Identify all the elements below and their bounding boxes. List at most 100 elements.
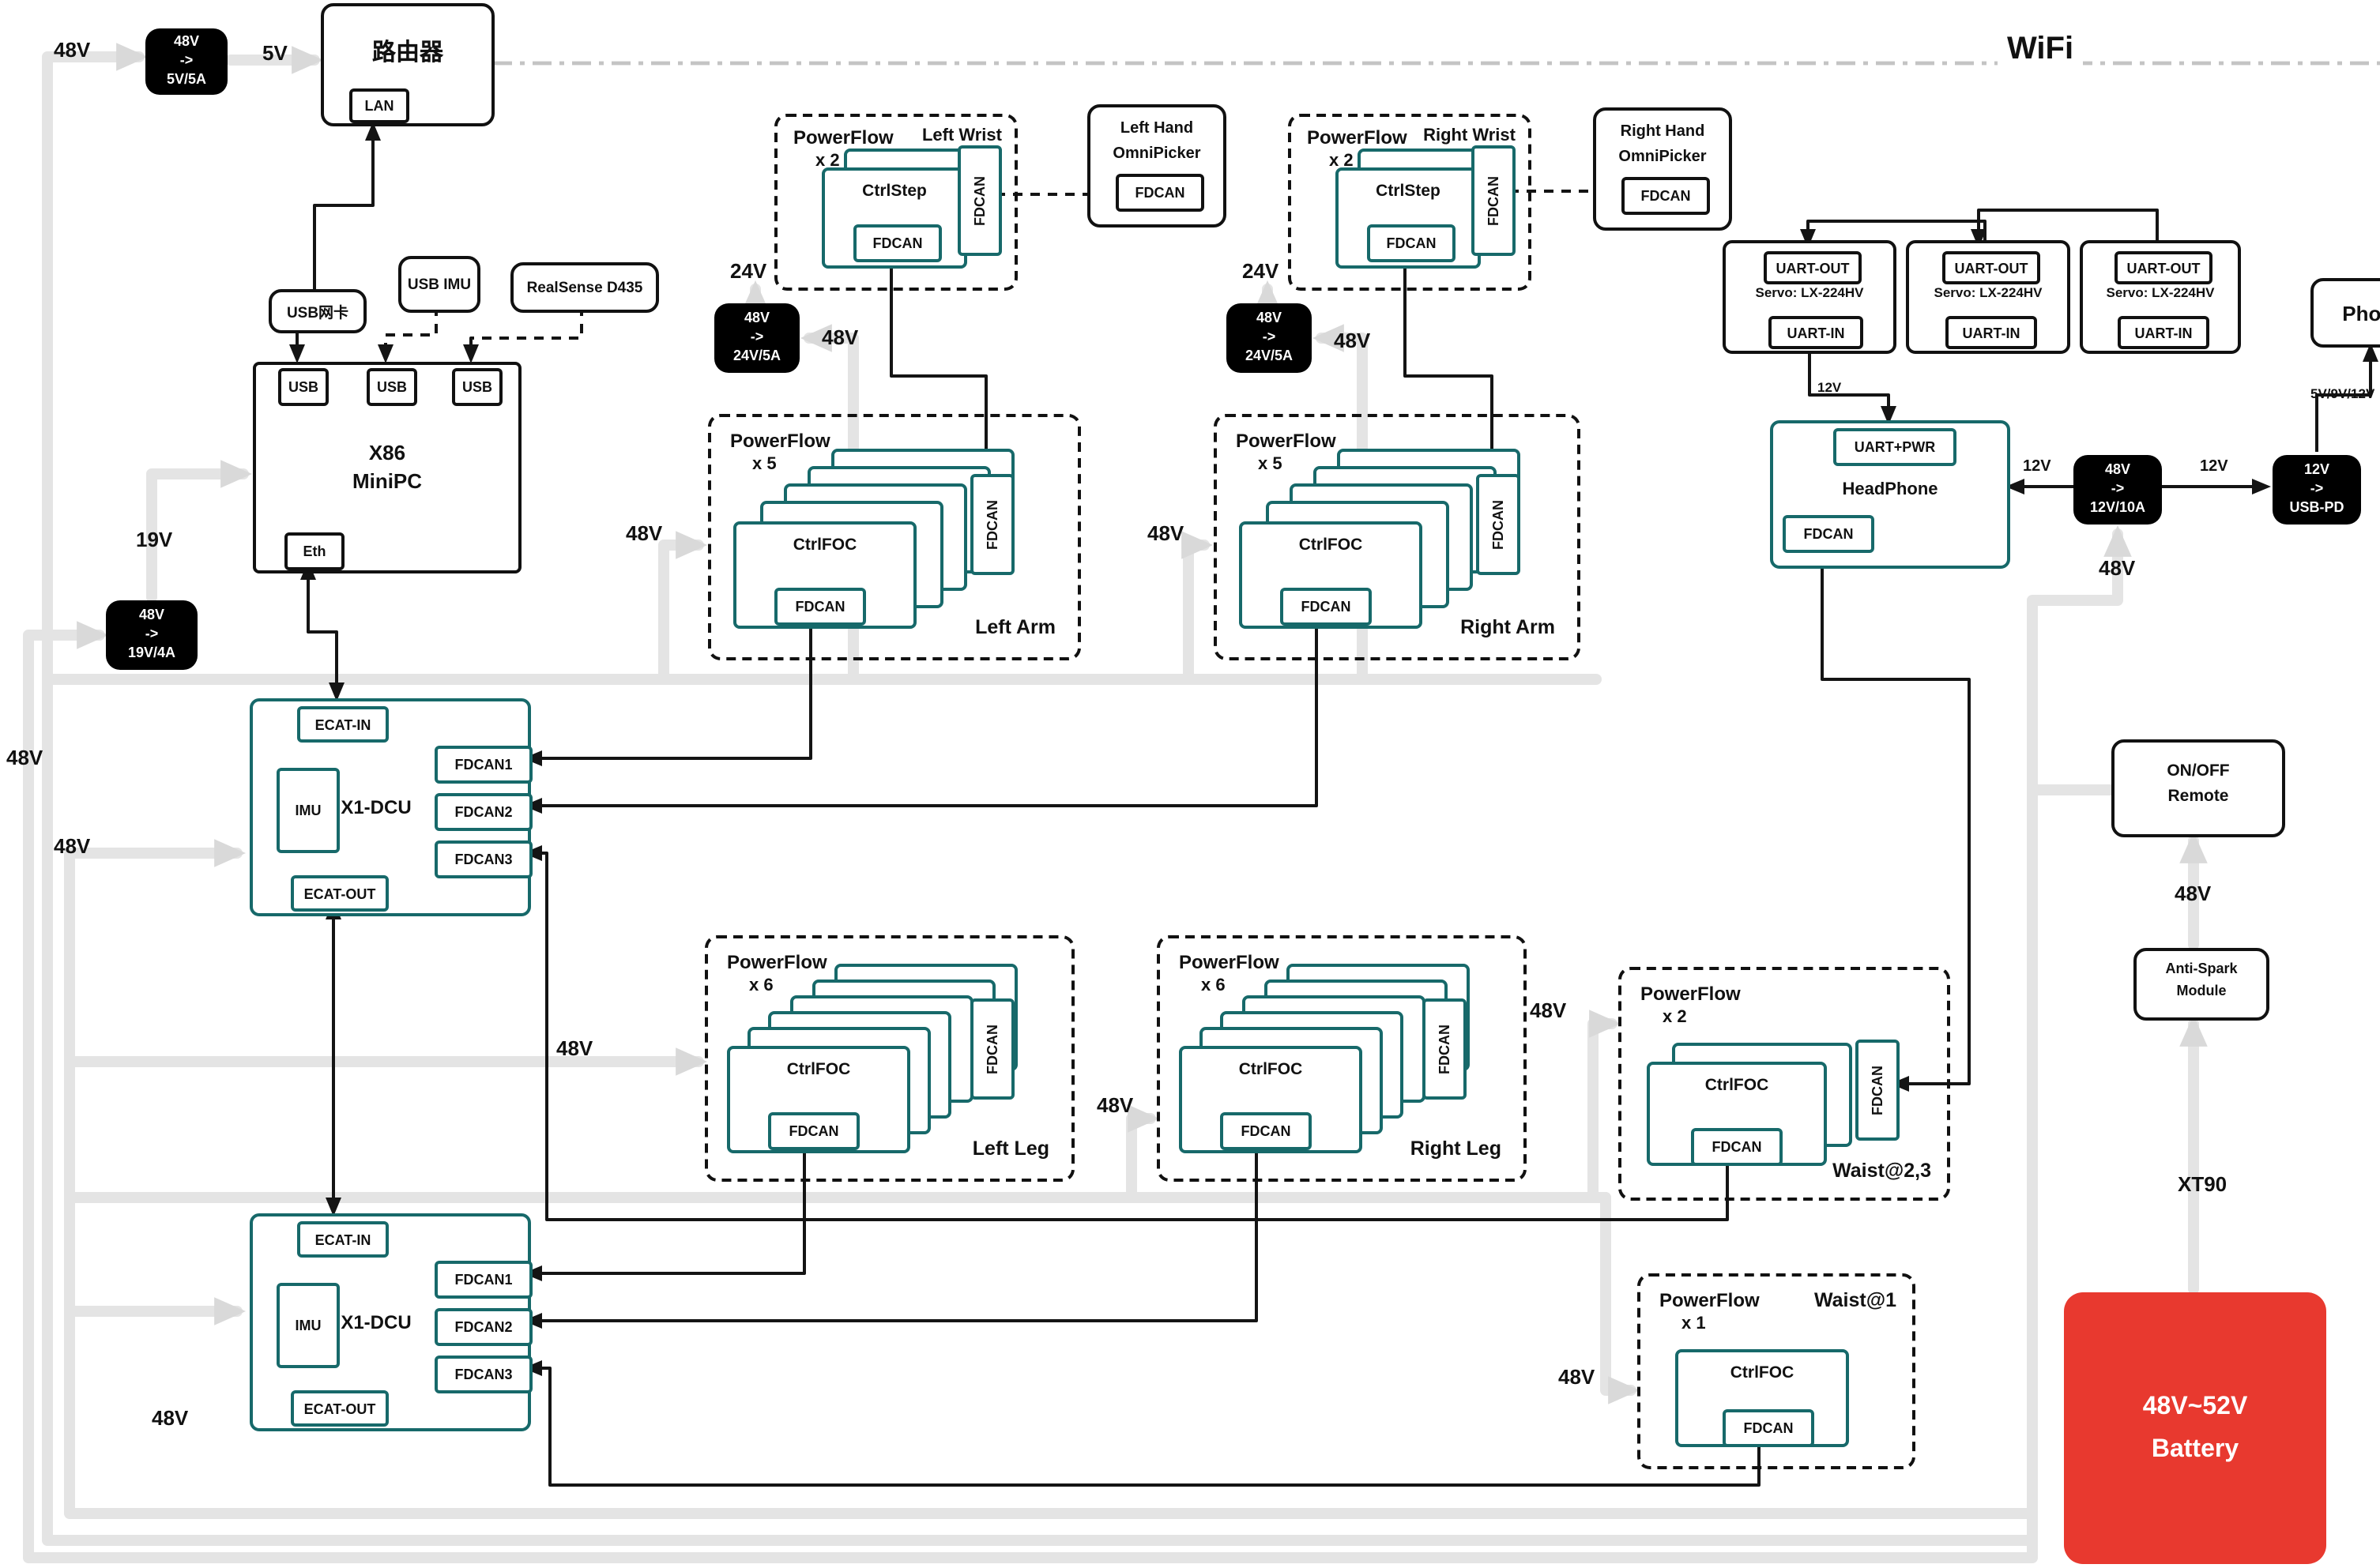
usb-nic-node: USB网卡: [269, 289, 367, 333]
fdcan-port: FDCAN: [1621, 177, 1710, 215]
label-12v: 12V: [2197, 458, 2231, 476]
fdcan-port: FDCAN: [1367, 224, 1455, 262]
router-node: 路由器 LAN: [321, 3, 495, 126]
label-12v: 12V: [1817, 379, 1842, 395]
cluster-name: Left Leg: [972, 1137, 1049, 1160]
uart-in-port: UART-IN: [1945, 316, 2037, 349]
onoff-remote-node: ON/OFF Remote: [2111, 739, 2285, 837]
ecat-in-port: ECAT-IN: [297, 706, 389, 743]
conv-line: 24V/5A: [1245, 347, 1294, 363]
servo-name: Servo: LX-224HV: [1934, 284, 2043, 300]
label-48v: 48V: [626, 521, 663, 545]
uart-in-port: UART-IN: [1768, 316, 1863, 349]
hand-label-1: Right Hand: [1620, 123, 1705, 141]
fdcan-port: FDCAN: [1723, 1409, 1814, 1447]
fdcan-port: FDCAN: [1783, 515, 1874, 553]
conv-line: 5V/5A: [166, 70, 206, 87]
conv-line: 48V: [1256, 310, 1282, 326]
converter-48v-to-12v: 48V -> 12V/10A: [2073, 455, 2162, 525]
fdcan-port: FDCAN: [1691, 1128, 1783, 1166]
usb-imu-label: USB IMU: [407, 276, 472, 293]
dcu-title: X1-DCU: [341, 796, 412, 818]
right-arm-cluster: PowerFlow x 5 CtrlFOC FDCAN FDCAN Right …: [1214, 414, 1580, 660]
ctrlfoc-module: CtrlFOC FDCAN: [1675, 1349, 1849, 1447]
servo-module-2: UART-OUT Servo: LX-224HV UART-IN: [1906, 240, 2070, 354]
phone-label: Phone: [2342, 301, 2380, 325]
ctrl-label: CtrlFOC: [786, 1060, 851, 1079]
uart-in-port: UART-IN: [2118, 316, 2209, 349]
ctrl-label: CtrlStep: [862, 182, 927, 201]
converter-48v-to-19v: 48V -> 19V/4A: [106, 600, 198, 670]
conv-line: 12V/10A: [2089, 498, 2146, 515]
powerflow-count: x 6: [749, 976, 774, 995]
imu-port: IMU: [277, 768, 340, 853]
battery-label-1: 48V~52V: [2142, 1393, 2248, 1420]
uart-pwr-port: UART+PWR: [1833, 428, 1956, 466]
antispark-label-2: Module: [2176, 983, 2227, 998]
fdcan2-port: FDCAN2: [435, 793, 533, 831]
conv-line: 24V/5A: [732, 347, 781, 363]
label-48v: 48V: [54, 834, 91, 858]
fdcan-port-vertical: FDCAN: [970, 998, 1015, 1100]
cluster-name: Right Leg: [1410, 1137, 1501, 1160]
ecat-out-port: ECAT-OUT: [291, 875, 389, 912]
powerflow-count: x 1: [1681, 1314, 1706, 1333]
ctrlfoc-module: CtrlFOC FDCAN: [733, 521, 917, 629]
hand-label-2: OmniPicker: [1618, 149, 1707, 166]
powerflow-label: PowerFlow: [1659, 1289, 1760, 1311]
powerflow-label: PowerFlow: [793, 126, 894, 149]
uart-out-port: UART-OUT: [1942, 251, 2040, 284]
ctrl-label: CtrlFOC: [1730, 1363, 1794, 1382]
cluster-name: Left Arm: [975, 616, 1056, 638]
label-48v: 48V: [1558, 1365, 1595, 1389]
fdcan-port-vertical: FDCAN: [1422, 998, 1467, 1100]
fdcan1-port: FDCAN1: [435, 746, 533, 784]
fdcan-port: FDCAN: [1280, 588, 1372, 626]
fdcan1-port: FDCAN1: [435, 1261, 533, 1299]
conv-line: ->: [750, 329, 764, 345]
x1-dcu-1: ECAT-IN IMU X1-DCU FDCAN1 FDCAN2 FDCAN3 …: [250, 698, 533, 916]
servo-name: Servo: LX-224HV: [1755, 284, 1864, 300]
fdcan2-port: FDCAN2: [435, 1308, 533, 1346]
fdcan-port: FDCAN: [1116, 174, 1204, 212]
label-48v: 48V: [1334, 329, 1371, 352]
fdcan3-port: FDCAN3: [435, 1356, 533, 1393]
right-hand-node: Right Hand OmniPicker FDCAN: [1593, 107, 1732, 231]
label-48v: 48V: [1147, 521, 1184, 545]
hand-label-2: OmniPicker: [1113, 145, 1201, 163]
fdcan-port-vertical: FDCAN: [1855, 1040, 1900, 1141]
ctrl-label: CtrlFOC: [1704, 1076, 1769, 1095]
imu-port: IMU: [277, 1283, 340, 1368]
left-wrist-cluster: PowerFlow x 2 Left Wrist CtrlStep FDCAN …: [774, 114, 1018, 291]
label-48v: 48V: [556, 1036, 593, 1060]
conv-line: 12V: [2303, 461, 2329, 478]
cluster-name: Left Wrist: [921, 126, 1002, 145]
cluster-name: Right Wrist: [1423, 126, 1516, 145]
servo-module-3: UART-OUT Servo: LX-224HV UART-IN: [2080, 240, 2241, 354]
label-xt90: XT90: [2178, 1172, 2227, 1196]
usb-port: USB: [278, 368, 329, 406]
powerflow-count: x 2: [1663, 1008, 1687, 1027]
x1-dcu-2: ECAT-IN IMU X1-DCU FDCAN1 FDCAN2 FDCAN3 …: [250, 1213, 533, 1431]
left-hand-node: Left Hand OmniPicker FDCAN: [1087, 104, 1226, 227]
fdcan-port-vertical: FDCAN: [1476, 474, 1520, 575]
ctrlfoc-module: CtrlFOC FDCAN: [727, 1046, 910, 1153]
waist1-cluster: PowerFlow x 1 Waist@1 CtrlFOC FDCAN: [1637, 1273, 1915, 1469]
ctrlfoc-module: CtrlFOC FDCAN: [1179, 1046, 1362, 1153]
label-48v: 48V: [1097, 1093, 1134, 1117]
ctrl-label: CtrlFOC: [1238, 1060, 1303, 1079]
label-48v: 48V: [2175, 882, 2212, 905]
realsense-node: RealSense D435: [510, 262, 659, 313]
fdcan-port-vertical: FDCAN: [970, 474, 1015, 575]
powerflow-count: x 5: [1258, 455, 1282, 474]
powerflow-label: PowerFlow: [1236, 430, 1336, 452]
ecat-out-port: ECAT-OUT: [291, 1390, 389, 1427]
conv-line: 48V: [138, 607, 164, 623]
powerflow-count: x 6: [1201, 976, 1226, 995]
servo-name: Servo: LX-224HV: [2106, 284, 2215, 300]
hand-label-1: Left Hand: [1120, 120, 1194, 137]
ctrlfoc-module: CtrlFOC FDCAN: [1647, 1062, 1827, 1166]
servo-module-1: UART-OUT Servo: LX-224HV UART-IN: [1723, 240, 1896, 354]
